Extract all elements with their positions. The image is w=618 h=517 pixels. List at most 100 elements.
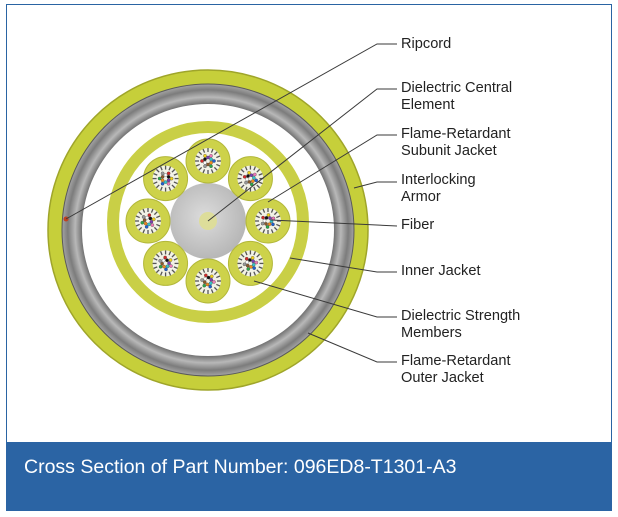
fiber: [246, 174, 250, 178]
strength-member-strand: [258, 226, 263, 231]
strength-member-strand: [142, 229, 146, 234]
strength-member-strand: [256, 168, 261, 173]
strength-member-strand: [168, 186, 172, 191]
fiber: [244, 180, 248, 185]
fiber: [266, 213, 271, 217]
fiber: [203, 160, 207, 165]
strength-member-strand: [270, 229, 274, 234]
strength-member-strand: [273, 226, 278, 231]
fiber: [210, 274, 214, 279]
fiber: [144, 225, 149, 229]
strength-member-strand: [155, 269, 160, 274]
label-armor-line1: Interlocking: [401, 172, 476, 188]
fiber: [160, 175, 165, 179]
subunit: [245, 198, 291, 244]
strength-member-strand: [273, 211, 278, 216]
fiber: [163, 180, 168, 184]
strength-member-strand: [258, 211, 263, 216]
subunit: [227, 156, 273, 202]
strength-member-strand: [244, 186, 248, 191]
strength-member-strand: [195, 275, 200, 279]
fiber: [212, 280, 216, 284]
fiber: [264, 216, 269, 220]
strength-member-strand: [159, 271, 163, 276]
label-armor-line2: Armor: [401, 189, 441, 205]
strength-member-strand: [270, 208, 274, 213]
fiber: [250, 256, 255, 260]
strength-member-strand: [173, 257, 178, 261]
strength-member-strand: [153, 172, 158, 176]
strength-member-strand: [202, 289, 206, 294]
strength-member-strand: [173, 266, 178, 270]
strength-member-strand: [202, 169, 206, 174]
strength-member-strand: [213, 271, 218, 276]
strength-member-strand: [155, 253, 160, 258]
fiber: [268, 216, 272, 220]
strength-member-strand: [276, 223, 281, 227]
strength-member-strand: [138, 226, 143, 231]
fiber: [253, 172, 257, 177]
strength-member-strand: [216, 163, 221, 167]
strength-member-strand: [173, 172, 178, 176]
strength-member-strand: [138, 211, 143, 216]
fiber: [206, 162, 210, 167]
strength-member-strand: [258, 181, 263, 185]
fiber: [209, 157, 213, 161]
subunit: [125, 198, 171, 244]
strength-member-strand: [153, 266, 158, 270]
fiber: [209, 277, 214, 282]
fiber: [150, 223, 155, 227]
fiber: [147, 222, 151, 227]
fiber: [248, 258, 252, 262]
fiber: [169, 264, 173, 268]
fiber: [204, 273, 208, 278]
strength-member-strand: [171, 253, 176, 258]
strength-member-strand: [155, 168, 160, 173]
strength-member-strand: [150, 229, 154, 234]
fiber: [140, 220, 145, 225]
leader-strength-members: [253, 280, 397, 318]
strength-member-strand: [216, 155, 221, 159]
fiber: [247, 180, 252, 184]
fiber: [247, 170, 251, 175]
strength-member-strand: [153, 181, 158, 185]
fiber: [249, 265, 253, 269]
fiber: [260, 221, 265, 226]
fiber: [245, 260, 249, 264]
strength-member-strand: [195, 155, 200, 159]
fiber: [265, 225, 270, 229]
label-outer-jacket-line1: Flame-Retardant: [401, 353, 511, 369]
strength-member-strand: [159, 186, 163, 191]
strength-member-strand: [198, 151, 203, 156]
strength-member-strand: [244, 166, 248, 171]
strength-member-strand: [262, 208, 266, 213]
strength-member-strand: [135, 215, 140, 219]
subunit: [185, 258, 231, 304]
strength-member-strand: [210, 289, 214, 294]
strength-member-strand: [202, 148, 206, 153]
fiber: [264, 222, 268, 226]
fiber: [160, 261, 164, 266]
fiber: [158, 265, 163, 269]
strength-member-strand: [168, 271, 172, 276]
strength-member-strand: [153, 226, 158, 231]
subunit: [143, 156, 189, 202]
strength-member-strand: [210, 148, 214, 153]
subunit: [185, 138, 231, 184]
fiber: [203, 164, 207, 168]
strength-member-strand: [256, 184, 261, 189]
fiber: [251, 262, 256, 267]
fiber: [212, 159, 216, 163]
fiber: [148, 216, 153, 221]
strength-member-strand: [256, 269, 261, 274]
fiber: [262, 218, 267, 223]
fiber: [162, 264, 166, 269]
fiber: [166, 171, 171, 176]
fiber: [161, 258, 166, 263]
strength-member-strand: [253, 251, 257, 256]
strength-member-strand: [150, 208, 154, 213]
strength-member-strand: [213, 151, 218, 156]
fiber: [245, 177, 249, 182]
label-subunit-jacket-line2: Subunit Jacket: [401, 143, 497, 159]
fiber: [252, 176, 256, 180]
